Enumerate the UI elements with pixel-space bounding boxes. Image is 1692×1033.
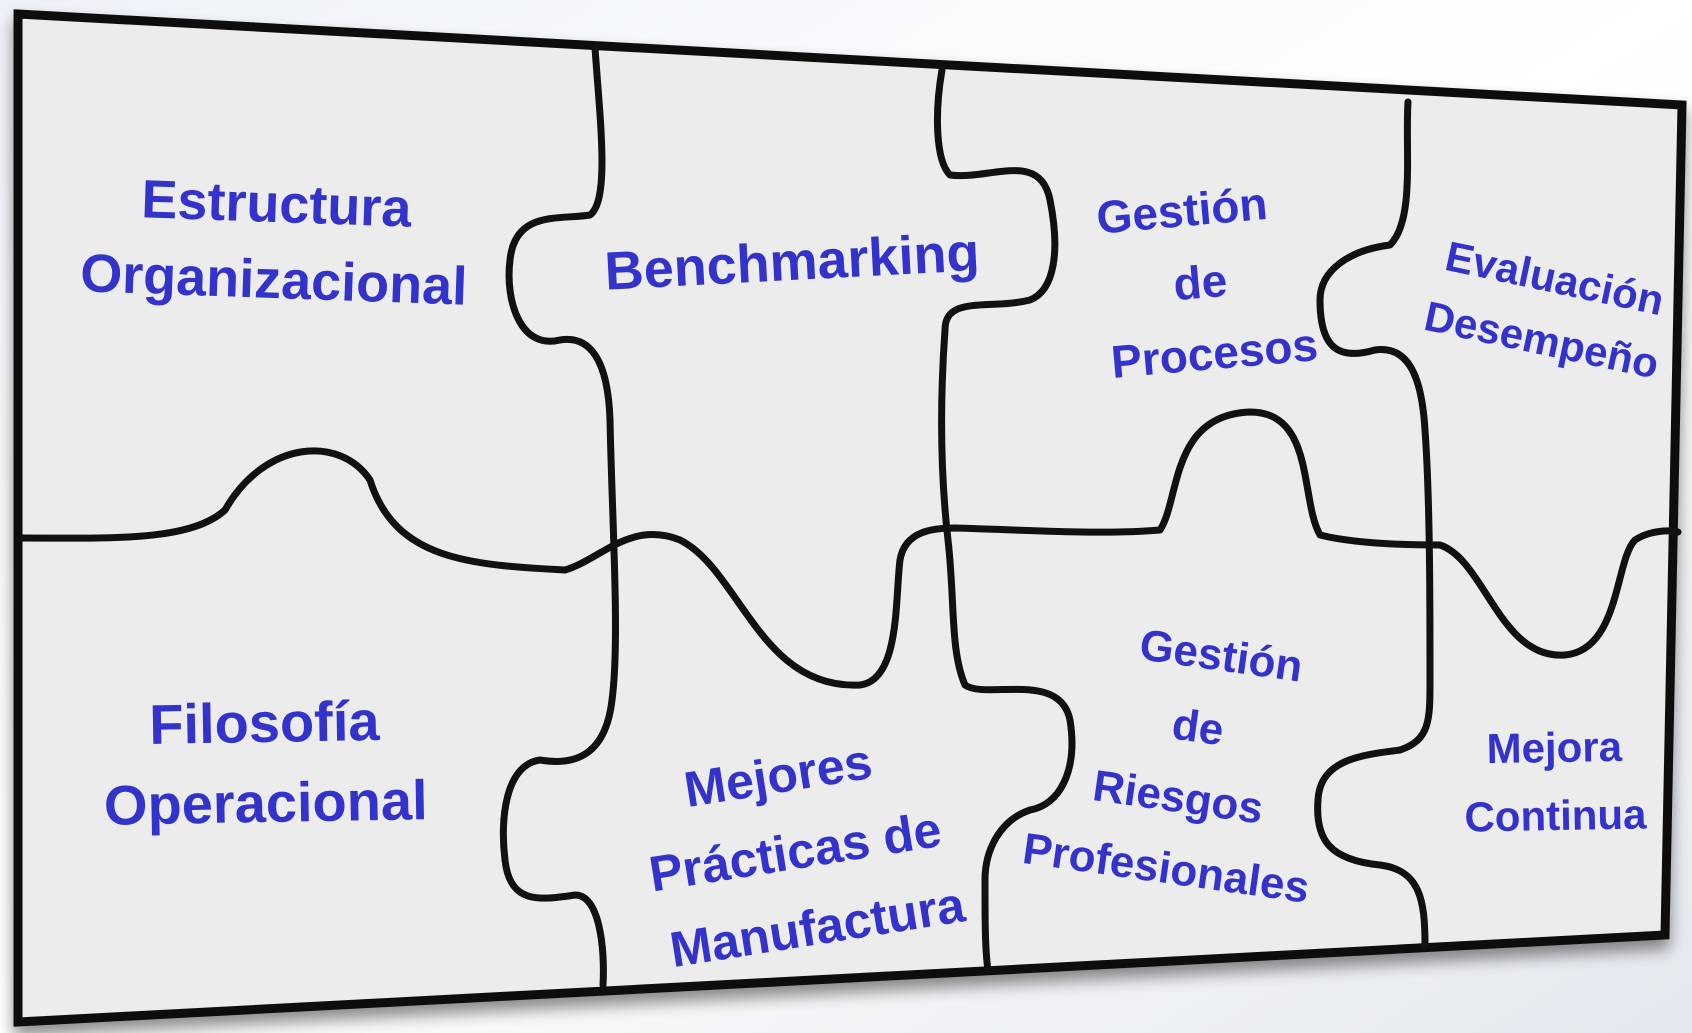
piece-bottom-3-line-2: de bbox=[1169, 700, 1227, 756]
piece-bottom-1-line-1: Filosofía bbox=[149, 689, 381, 756]
piece-top-3-line-2: de bbox=[1171, 254, 1229, 310]
piece-top-1-line-2: Organizacional bbox=[79, 243, 468, 316]
piece-bottom-4-line-1: Mejora bbox=[1486, 723, 1623, 772]
seam-vertical-3 bbox=[1314, 98, 1434, 949]
piece-label-bottom-1: Filosofía Operacional bbox=[103, 689, 428, 837]
puzzle-board bbox=[13, 9, 1687, 1027]
seam-vertical-1 bbox=[499, 44, 619, 989]
piece-label-top-1: Estructura Organizacional bbox=[79, 169, 468, 316]
seam-vertical-2 bbox=[934, 66, 1076, 974]
piece-label-bottom-4: Mejora Continua bbox=[1464, 723, 1647, 841]
piece-bottom-4-line-2: Continua bbox=[1464, 790, 1647, 840]
piece-bottom-1-line-2: Operacional bbox=[103, 768, 428, 837]
piece-top-1-line-1: Estructura bbox=[140, 169, 413, 238]
